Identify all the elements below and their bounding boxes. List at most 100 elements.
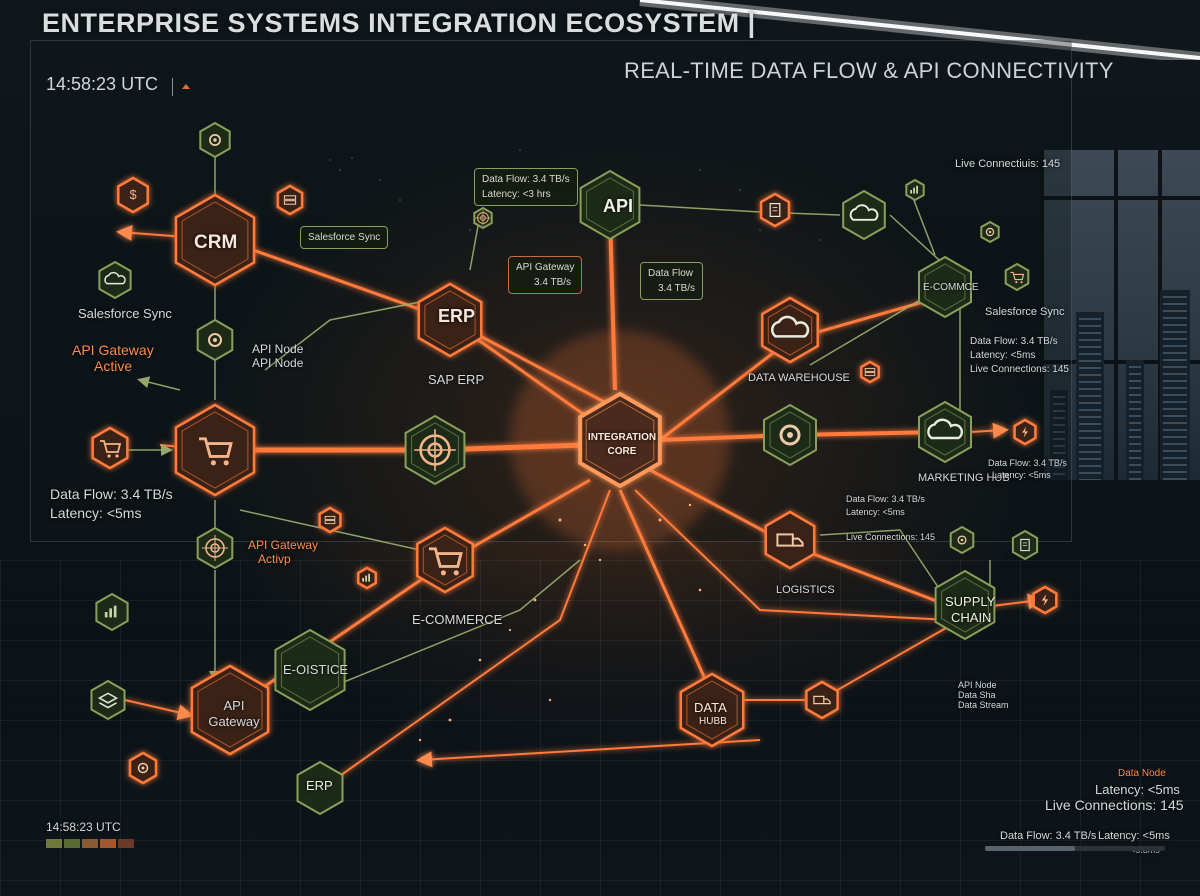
node-cart-left [91, 426, 129, 470]
target-icon [202, 535, 228, 561]
gear-icon [137, 762, 149, 774]
data-node-caption: Data Node [1118, 768, 1166, 779]
node-gear-right2 [949, 525, 975, 555]
throughput-bar-fill [985, 846, 1075, 851]
cloud-icon [770, 315, 810, 338]
latency-br: Latency: <5ms [1095, 782, 1180, 797]
cart-icon [1010, 271, 1025, 284]
page-title: ENTERPRISE SYSTEMS INTEGRATION ECOSYSTEM… [42, 8, 756, 38]
server-icon [324, 515, 336, 525]
data-flow-right-1: Data Flow: 3.4 TB/s [970, 336, 1058, 347]
api-node-caption: API Node API Node [252, 342, 304, 370]
node-cart-right [1004, 262, 1030, 292]
node-label-erp: ERP [438, 306, 476, 326]
node-target [404, 414, 466, 486]
node-erp-bottom [296, 760, 344, 816]
node-box-ware [860, 360, 880, 384]
node-lightning-br [1032, 585, 1058, 615]
data-flow-left: Data Flow: 3.4 TB/s [50, 486, 173, 502]
lightning-icon [1022, 426, 1028, 438]
node-supply-chain [934, 569, 996, 641]
node-chart-mid [357, 566, 377, 590]
clock-separator [172, 78, 173, 96]
latency-left: Latency: <5ms [50, 505, 142, 521]
node-erp [417, 282, 483, 358]
api-gateway-status-2: API Gateway Activp [248, 538, 319, 566]
node-label-api-gateway-2: Gateway [208, 714, 260, 729]
legend-swatches [46, 839, 134, 848]
node-data-warehouse [761, 296, 819, 364]
node-chart-top [905, 178, 925, 202]
node-gear-top [199, 121, 231, 159]
tag-data-flow-top: Data Flow: 3.4 TB/s Latency: <3 hrs [474, 168, 578, 206]
node-chart-left [95, 592, 129, 632]
mini-latency: Latency: <5ms [846, 507, 905, 517]
cart-icon [429, 547, 463, 576]
node-ecommerce [416, 526, 474, 594]
legend-swatch [82, 839, 98, 848]
caption-salesforce-left: Salesforce Sync [78, 306, 172, 321]
spark-particles [418, 503, 702, 742]
node-doc-right [759, 192, 791, 228]
cloud-icon [927, 418, 963, 440]
chart-icon [910, 185, 918, 194]
cloud-icon [104, 271, 126, 285]
data-flow-right-2: Data Flow: 3.4 TB/s [988, 458, 1067, 468]
caption-e-commerce: E-COMMERCE [412, 612, 503, 627]
node-label-core-1: INTEGRATION [587, 432, 657, 443]
gear-icon [985, 227, 995, 237]
gear-icon [779, 424, 801, 446]
node-box-right [1011, 529, 1039, 561]
node-truck-bottom [805, 680, 839, 720]
legend-swatch [64, 839, 80, 848]
node-cloud-left [98, 260, 132, 300]
node-label-logistics-hex: E-OISTICE [283, 662, 349, 677]
mini-live-connections: Live Connections: 145 [846, 532, 936, 542]
node-gear-right [980, 220, 1000, 244]
node-dollar: $ [117, 176, 149, 214]
caption-sap-erp: SAP ERP [428, 372, 485, 387]
truck-icon [776, 533, 804, 547]
node-label-erp-bottom: ERP [306, 778, 333, 793]
node-label-data-hub-1: DATA [694, 700, 727, 715]
node-gear-bottom [128, 751, 158, 785]
legend-swatch [118, 839, 134, 848]
node-core [578, 391, 662, 489]
node-server-top [276, 184, 304, 216]
node-ecommerce-right [918, 255, 972, 319]
node-layers-left [90, 679, 126, 721]
node-label-core-2: CORE [607, 446, 637, 457]
node-marketing-hub [918, 400, 972, 464]
node-gear [763, 403, 817, 467]
dollar-icon: $ [129, 187, 136, 202]
world-map [328, 148, 822, 242]
gear-icon [209, 134, 221, 146]
caption-marketing-hub: MARKETING HUB [918, 472, 1010, 484]
node-cloud-small [842, 189, 886, 241]
caption-salesforce-right: Salesforce Sync [985, 306, 1065, 318]
node-api-gateway [190, 664, 270, 756]
node-logistics [274, 628, 346, 712]
live-connections-br: Live Connections: 145 [1045, 797, 1184, 813]
latency-bottom: Latency: <5ms [1098, 830, 1170, 842]
node-label-data-hub-2: HUBB [699, 716, 727, 727]
node-label-supply-2: CHAIN [951, 610, 992, 625]
cart-icon [100, 440, 122, 458]
server-icon [283, 195, 297, 205]
node-target-mid [473, 206, 493, 230]
node-label-supply-1: SUPPLY [945, 594, 996, 609]
node-box-mid [318, 506, 342, 534]
node-label-crm: CRM [194, 232, 238, 253]
latency-right-1: Latency: <5ms [970, 350, 1036, 361]
page-subtitle: REAL-TIME DATA FLOW & API CONNECTIVITY [624, 58, 1114, 83]
city-window [1040, 150, 1200, 480]
chart-icon [104, 605, 117, 618]
node-api [579, 169, 641, 241]
server-icon [864, 367, 876, 377]
cloud-icon [849, 204, 879, 221]
document-icon [1020, 538, 1030, 552]
target-icon [414, 429, 456, 471]
data-flow-bottom: Data Flow: 3.4 TB/s [1000, 830, 1097, 842]
clock-bottom: 14:58:23 UTC [46, 820, 121, 834]
